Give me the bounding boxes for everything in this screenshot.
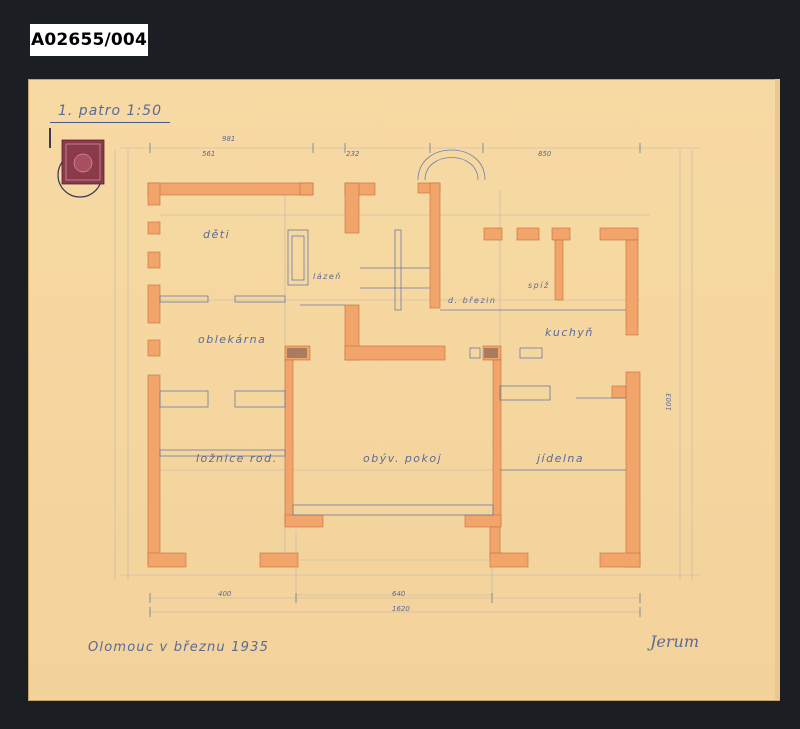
plan-title: 1. patro 1:50 bbox=[58, 103, 162, 119]
sheet-edge bbox=[775, 79, 780, 699]
title-underline bbox=[50, 122, 170, 123]
room-label-jidelna: jídelna bbox=[537, 452, 585, 465]
walls bbox=[147, 182, 641, 568]
room-label-oblekarna: oblekárna bbox=[198, 333, 267, 346]
room-label-spiz: spíž bbox=[528, 281, 550, 290]
room-label-kuchyn: kuchyň bbox=[545, 326, 594, 339]
revenue-stamp bbox=[57, 139, 105, 198]
dimension-bottom-total: 1620 bbox=[392, 605, 410, 613]
room-label-brezin: d. březin bbox=[448, 296, 497, 305]
construction-lines bbox=[114, 147, 700, 613]
room-label-loznice: ložnice rod. bbox=[196, 452, 278, 465]
dimension-right-side: 1003 bbox=[664, 393, 673, 411]
signature: Jerum bbox=[650, 632, 700, 651]
room-label-lazen: lázeň bbox=[313, 272, 342, 281]
place-date-note: Olomouc v březnu 1935 bbox=[88, 640, 270, 655]
dimension-top-left: 981 bbox=[222, 135, 236, 143]
partitions bbox=[159, 229, 626, 516]
dimension-top-mid1: 561 bbox=[202, 150, 216, 158]
dimension-top-right: 850 bbox=[538, 150, 552, 158]
dimension-ticks bbox=[149, 143, 641, 617]
archive-code-label: A02655/004 bbox=[30, 24, 148, 56]
room-label-deti: děti bbox=[203, 228, 231, 241]
room-label-obyvaci-pokoj: obýv. pokoj bbox=[363, 452, 443, 465]
dimension-bottom-mid: 640 bbox=[392, 590, 406, 598]
dimension-top-mid2: 232 bbox=[346, 150, 360, 158]
bay-window-outline bbox=[417, 149, 486, 181]
dimension-bottom-left: 400 bbox=[218, 590, 232, 598]
chimneys bbox=[287, 348, 498, 358]
